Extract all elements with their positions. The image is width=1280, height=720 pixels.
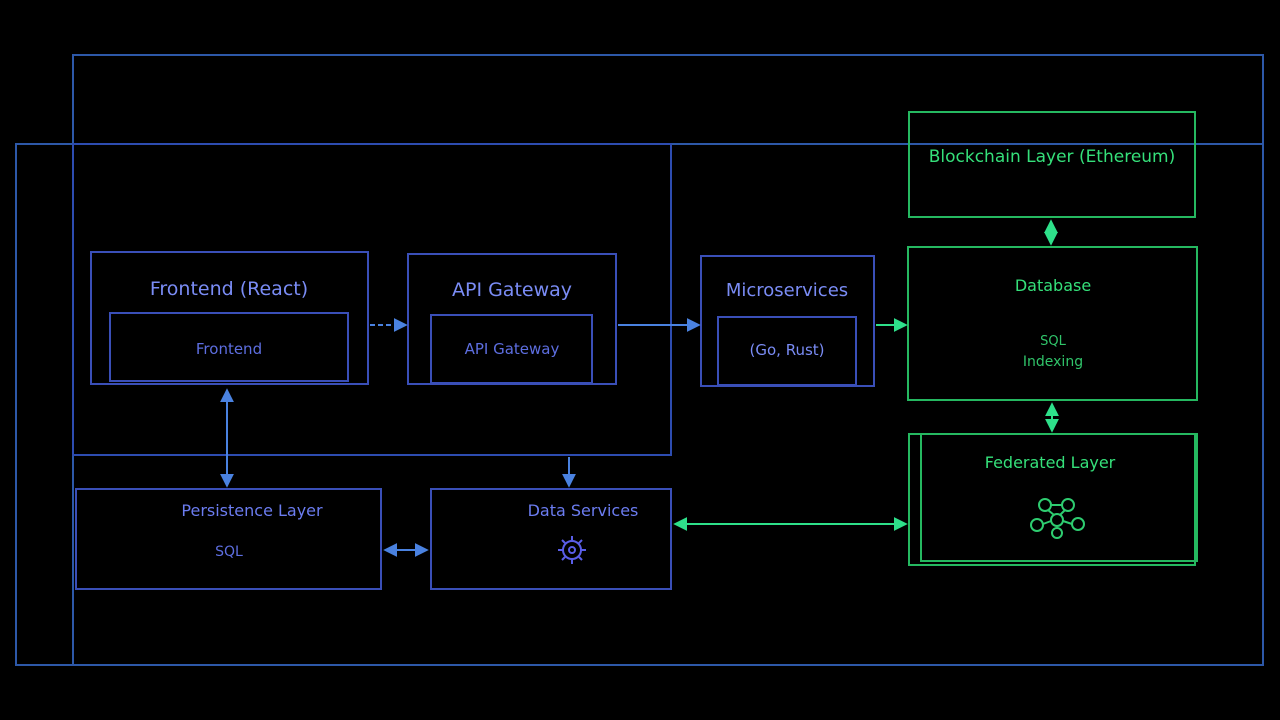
frontend-inner-label: Frontend [196,340,262,358]
gear-network-icon [558,536,586,564]
api-gateway-inner-label: API Gateway [465,340,560,358]
connector-arrows [220,219,1059,557]
persistence-layer-title: Persistence Layer [181,501,323,520]
database-title: Database [1015,276,1091,295]
api-gateway-title: API Gateway [452,279,572,301]
persistence-layer-node: Persistence Layer SQL [75,488,382,590]
database-line-1: SQL [1040,334,1066,349]
persistence-layer-inner-label: SQL [215,544,243,560]
microservices-node: Microservices (Go, Rust) [700,255,875,387]
data-services-node: Data Services [430,488,672,590]
microservices-inner-label: (Go, Rust) [750,341,825,359]
api-gateway-node: API Gateway API Gateway [407,253,617,385]
blockchain-layer-title: Blockchain Layer (Ethereum) [929,147,1176,167]
data-services-title: Data Services [528,501,639,520]
left-frame [15,143,1264,666]
frontend-node: Frontend (React) Frontend [90,251,369,385]
network-nodes-icon [1030,498,1085,539]
frontend-region-frame [72,143,672,456]
federated-layer-node: Federated Layer [908,433,1198,566]
federated-layer-title: Federated Layer [985,453,1116,472]
frontend-title: Frontend (React) [150,278,308,300]
blockchain-layer-node: Blockchain Layer (Ethereum) [908,111,1196,218]
database-line-2: Indexing [1023,354,1083,370]
database-node: Database SQL Indexing [907,246,1198,401]
microservices-title: Microservices [726,280,848,301]
